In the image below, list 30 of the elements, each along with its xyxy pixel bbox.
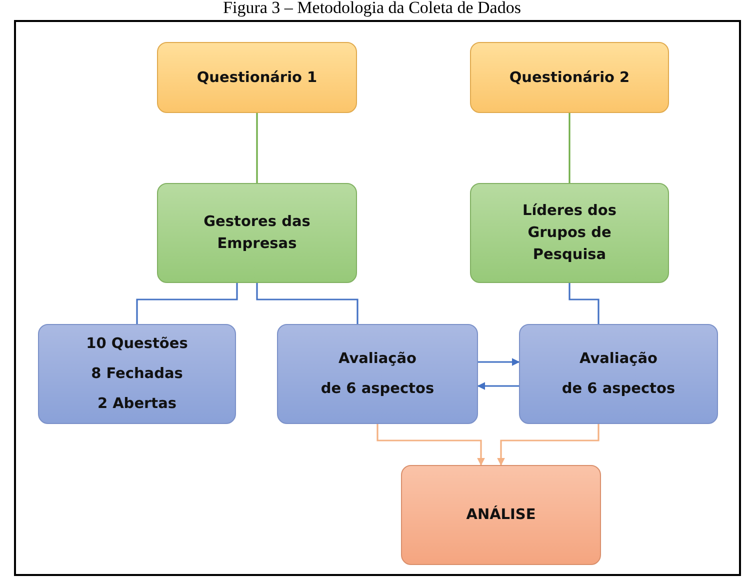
node-text: 10 Questões (86, 335, 188, 354)
questionnaire-box (470, 42, 669, 113)
node-text: Líderes dos Grupos de Pesquisa (521, 202, 618, 265)
connector-line (256, 283, 358, 324)
connector-line (568, 113, 570, 183)
connector-line (136, 283, 238, 324)
arrow (376, 424, 485, 466)
node-text: 2 Abertas (97, 395, 177, 414)
connector-line (256, 113, 258, 183)
participant-box (157, 183, 357, 283)
figure-title: Figura 3 – Metodologia da Coleta de Dados (222, 0, 522, 18)
arrow (478, 358, 520, 366)
node-text: 8 Fechadas (91, 365, 183, 384)
analysis-box (401, 465, 601, 565)
participant-box (470, 183, 669, 283)
connector-line (568, 283, 600, 324)
evaluation-box (277, 324, 478, 424)
evaluation-box (519, 324, 718, 424)
questions-box (38, 324, 236, 424)
arrow (497, 424, 600, 466)
node-text: Avaliação (579, 350, 658, 369)
node-text: Gestores das Empresas (202, 213, 312, 254)
node-text: Questionário 2 (509, 68, 630, 88)
node-text: de 6 aspectos (562, 380, 676, 399)
questionnaire-box (157, 42, 357, 113)
node-text: ANÁLISE (466, 504, 536, 525)
node-text: Avaliação (338, 350, 416, 369)
node-text: de 6 aspectos (320, 380, 434, 399)
node-text: Questionário 1 (196, 68, 318, 88)
arrow (477, 382, 519, 390)
